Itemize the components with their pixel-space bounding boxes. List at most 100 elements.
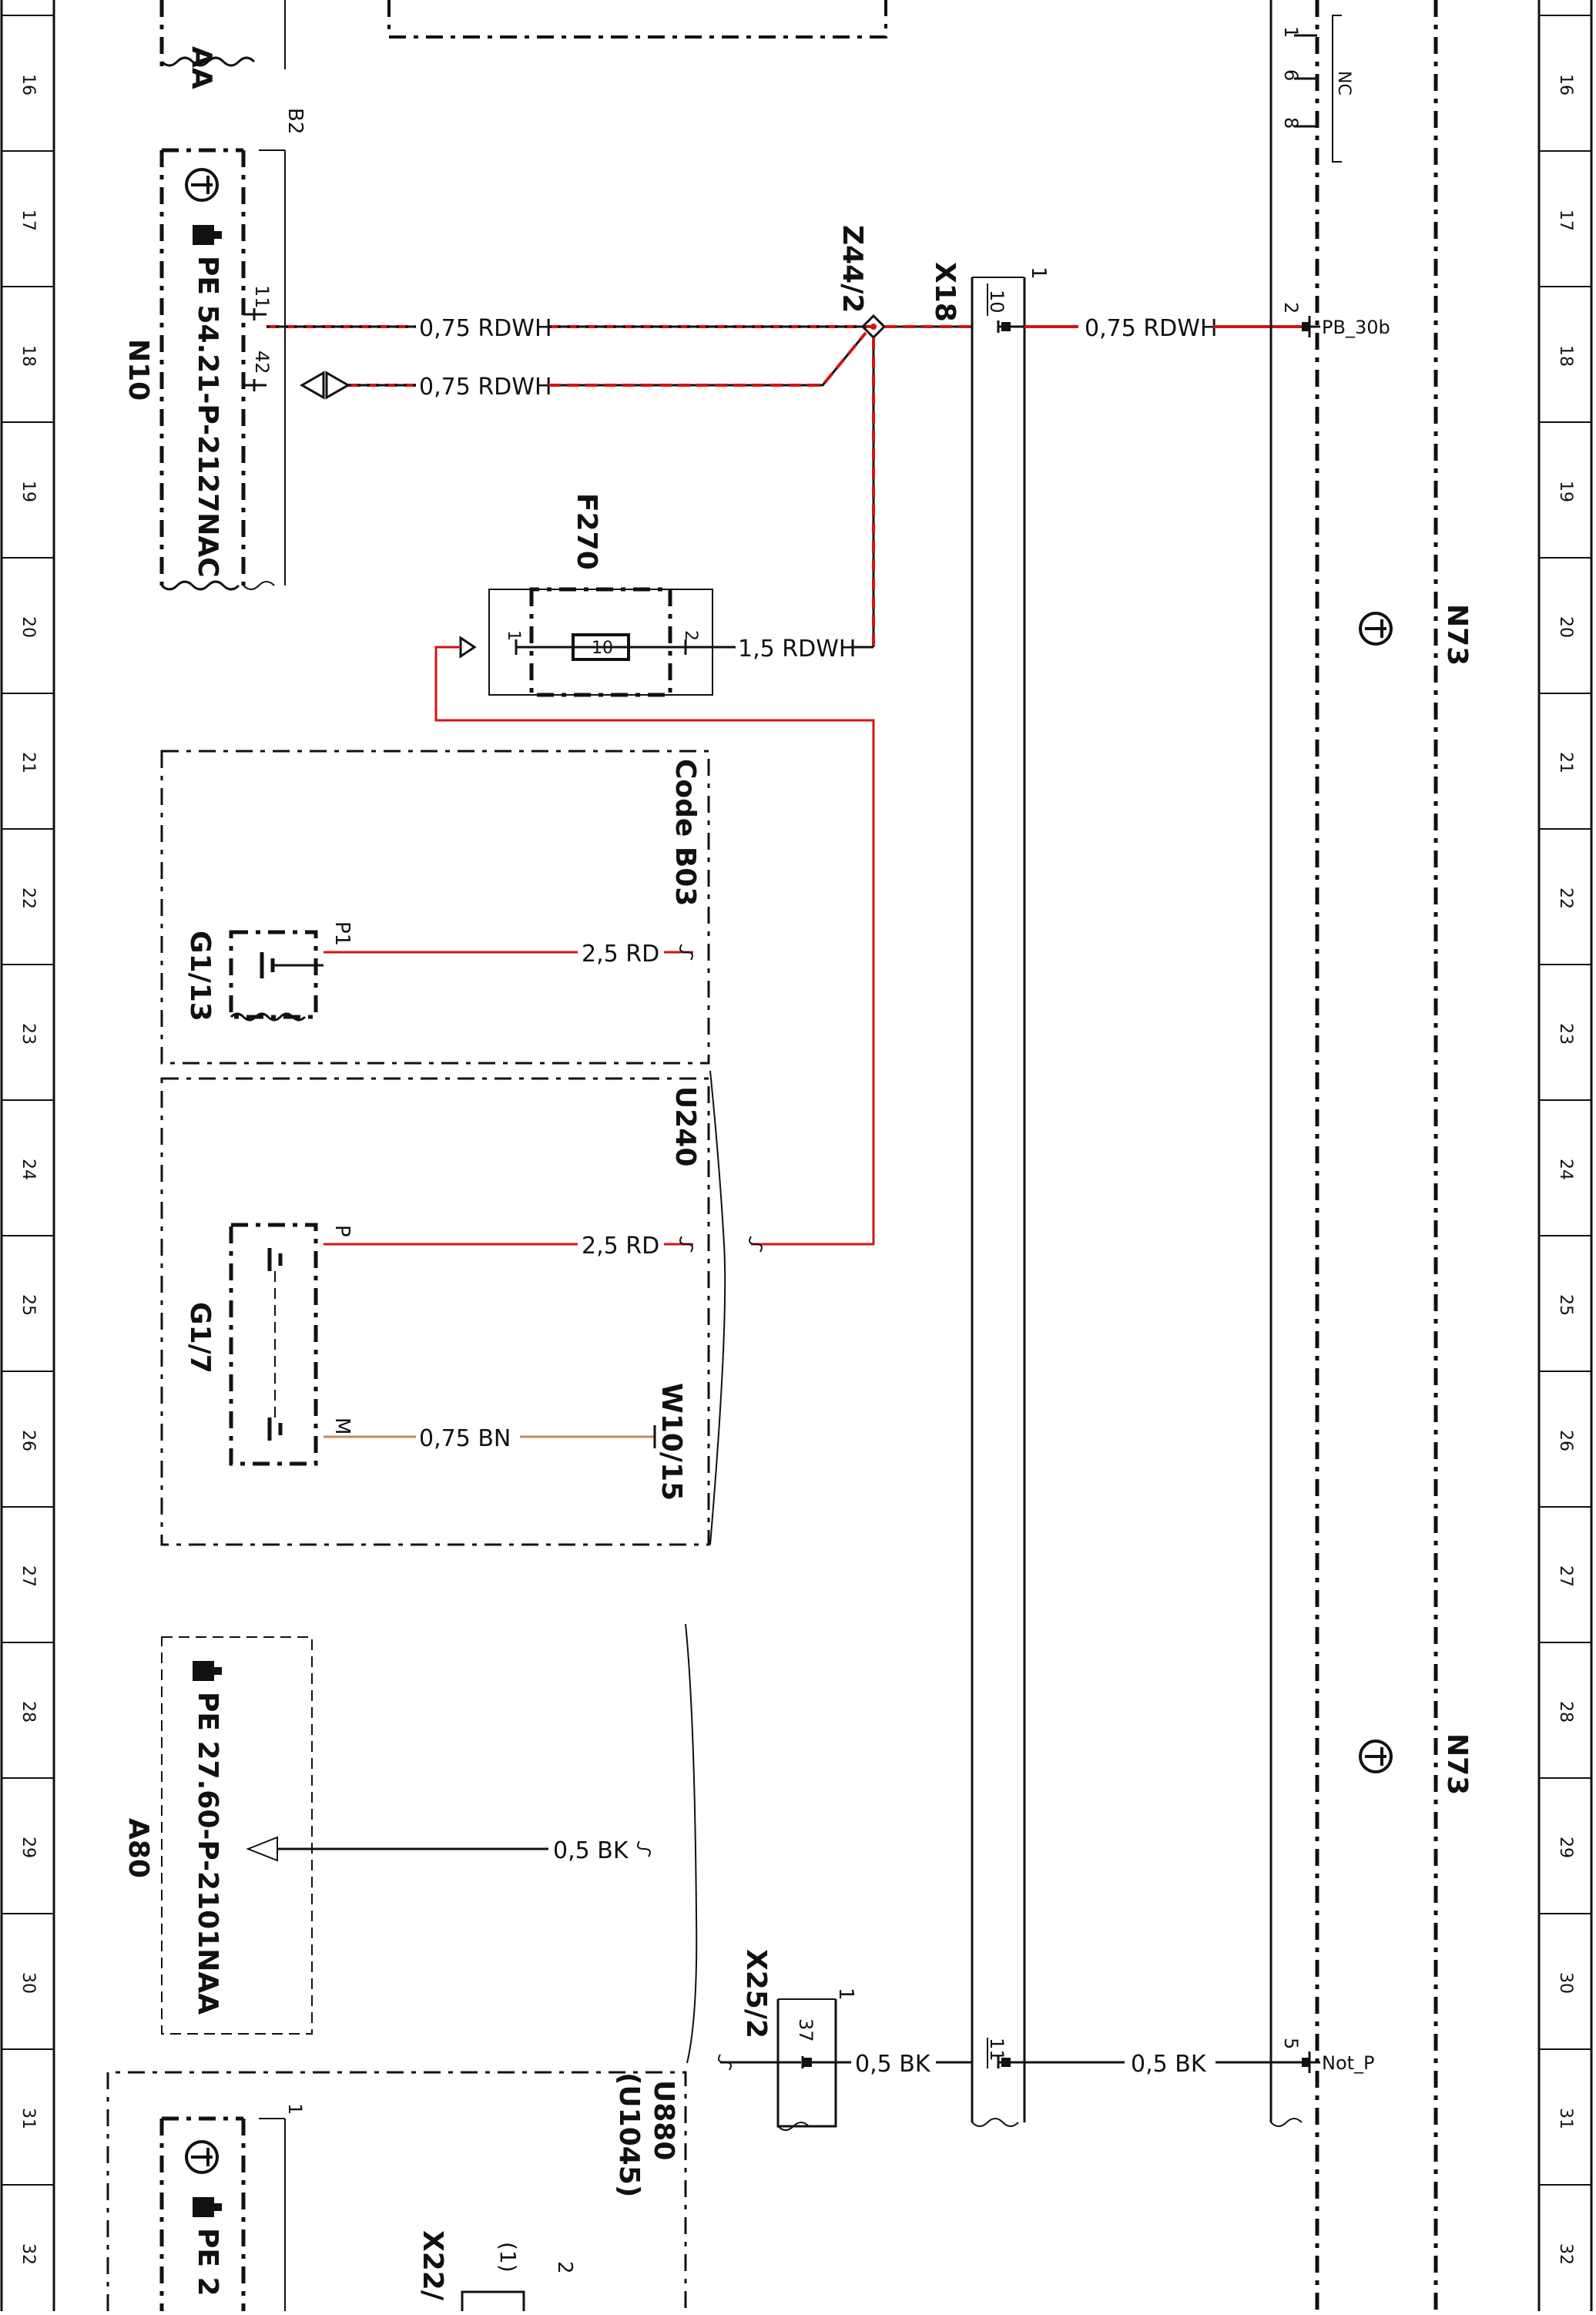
ruler-number: 29 [1556,1837,1575,1858]
x22-pin-2: 2 [553,2261,576,2274]
ruler-number: 26 [18,1430,38,1451]
ruler-number: 24 [1556,1159,1575,1180]
bottom-pin-1: 1 [284,2103,306,2115]
x25-pin: 37 [795,2018,816,2042]
ruler-number: 22 [1556,887,1575,909]
ruler-number: 18 [18,345,38,367]
n73-pb-label: PB_30b [1322,317,1390,338]
ruler-number: 18 [1556,345,1575,367]
wire-label-5: 2,5 RD [582,941,659,968]
ruler-number: 24 [18,1159,38,1180]
u240-pin-p: P [330,1225,354,1237]
u880-label: U880 [648,2080,679,2160]
ruler-number: 22 [18,887,38,909]
f270-pin-1: 1 [504,630,523,641]
ground-symbol-icon [185,2140,219,2174]
wire-label-8: 0,5 BK [553,1837,629,1864]
pointing-hand-icon [193,1661,222,1681]
x22-pin-paren: (1) [495,2242,521,2273]
n73-pin-2: 2 [1280,302,1302,314]
a80-name: A80 [122,1818,154,1878]
n73-module: 1 6 8 NC 2 PB_30b 5 Not_P N73 N73 [1269,0,1473,2311]
ruler-number: 17 [1556,210,1575,231]
ruler-number: 30 [1556,1972,1575,1994]
ruler-number: 31 [18,2108,38,2129]
a80-module: PE 27.60-P-2101NAA A80 0,5 BK [122,1623,698,2064]
x18-pin-b: 11 [986,2038,1008,2062]
ruler-number: 23 [18,1023,38,1045]
x25-name: X25/2 [740,1949,772,2038]
ruler-number: 27 [1556,1565,1575,1587]
u880-sublabel: (U1045) [613,2072,645,2197]
ruler-number: 30 [18,1972,38,1994]
code-b03-box: Code B03 G1/13 P1 2,5 RD [160,750,710,1065]
ruler-number: 32 [18,2243,38,2265]
ruler-number: 25 [18,1294,38,1316]
ruler-number: 16 [1556,74,1575,96]
ruler-number: 17 [18,210,38,231]
feed-loop [434,646,875,1253]
x22-name: X22/ [417,2230,448,2301]
ruler-number: 31 [1556,2108,1575,2129]
u240-box: U240 G1/7 P M 2,5 RD 0,75 BN W10/15 [160,1070,726,1546]
left-ruler: 16 17 18 19 20 21 22 23 24 25 26 27 28 29 30 31 32 [0,0,55,2311]
ruler-number: 29 [18,1837,38,1858]
ruler-number: 20 [1556,616,1575,638]
z44-name: Z44/2 [837,225,868,313]
n73-not-label: Not_P [1322,2052,1375,2074]
ruler-number: 21 [18,752,38,773]
n10-pin-top: B2 [283,108,307,134]
ruler-number: 28 [18,1701,38,1723]
ruler-number: 19 [18,481,38,502]
n10-name: N10 [122,339,154,401]
u240-battery: G1/7 [184,1302,216,1374]
ground-symbol-icon [185,168,219,202]
ruler-number: 20 [18,616,38,638]
ruler-number: 21 [1556,752,1575,773]
ground-symbol-icon [1359,1740,1393,1773]
n10-pin-a: 11 [251,285,273,309]
wire-label-3: 0,75 RDWH [1085,315,1218,342]
ruler-number: 25 [1556,1294,1575,1316]
f270-name: F270 [571,493,602,570]
u240-label: U240 [669,1086,701,1166]
wire-label-2: 0,75 RDWH [419,374,552,401]
wire-label-1: 0,75 RDWH [419,315,552,342]
wire-label-6: 2,5 RD [582,1233,659,1260]
n73-pin-5: 5 [1280,2038,1302,2049]
pointing-hand-icon [193,2197,222,2217]
ruler-number: 28 [1556,1701,1575,1723]
f270-pin-2: 2 [681,630,700,641]
n73-name-mid: N73 [1441,1733,1473,1795]
wire-group-n10: 0,75 RDWH 0,75 RDWH [267,315,872,401]
top-partial-box: AA [159,0,887,89]
n10-module: B2 PE 54.21-P-2127NAC N10 11 42 [122,108,351,591]
x18-name: X18 [929,262,961,322]
f270-fuse: F270 10 1 2 1,5 RDWH [459,493,873,697]
pointing-hand-icon [193,225,222,245]
a80-ref: PE 27.60-P-2101NAA [192,1692,223,2015]
code-b03-label: Code B03 [669,759,701,906]
u880-box: U880 (U1045) 1 PE 2 X22/ (1) 2 [106,2071,687,2311]
n10-ref: PE 54.21-P-2127NAC [192,256,223,578]
ruler-number: 27 [18,1565,38,1587]
wire-label-7: 0,75 BN [419,1425,511,1452]
code-b03-pin: P1 [330,921,354,946]
bottom-ref-partial: PE 2 [192,2228,223,2297]
top-partial-text: AA [186,46,217,89]
wire-label-4: 1,5 RDWH [738,636,856,663]
u240-ground: W10/15 [656,1383,687,1501]
x18-pin-a: 10 [986,290,1008,314]
n73-nc: NC [1334,71,1353,96]
x18-connector: X18 1 10 11 [929,262,1050,2127]
code-b03-battery: G1/13 [184,931,216,1022]
ruler-number: 16 [18,74,38,96]
x18-index: 1 [1027,267,1050,280]
wire-group-n73: 0,75 RDWH 0,5 BK [1024,315,1302,2078]
wire-label-10: 0,5 BK [855,2051,931,2078]
f270-rating: 10 [592,639,613,658]
ruler-number: 26 [1556,1430,1575,1451]
ruler-number: 19 [1556,481,1575,502]
